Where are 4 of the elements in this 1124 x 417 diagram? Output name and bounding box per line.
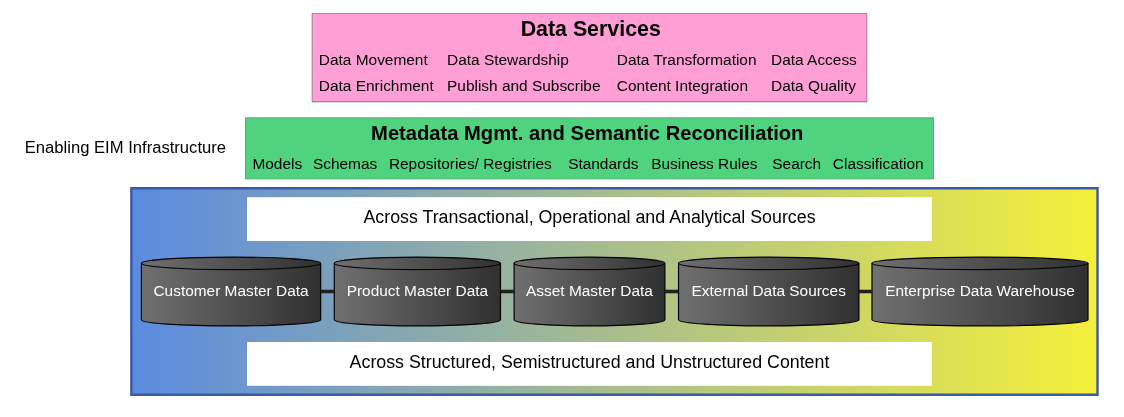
cluster (129, 186, 1099, 396)
node-box: Across Structured, Semistructured and Unstructured Content (246, 341, 932, 386)
node-box: Across Transactional, Operational and Analytical Sources (246, 196, 932, 241)
label: Enabling EIM Infrastructure (24, 137, 226, 157)
